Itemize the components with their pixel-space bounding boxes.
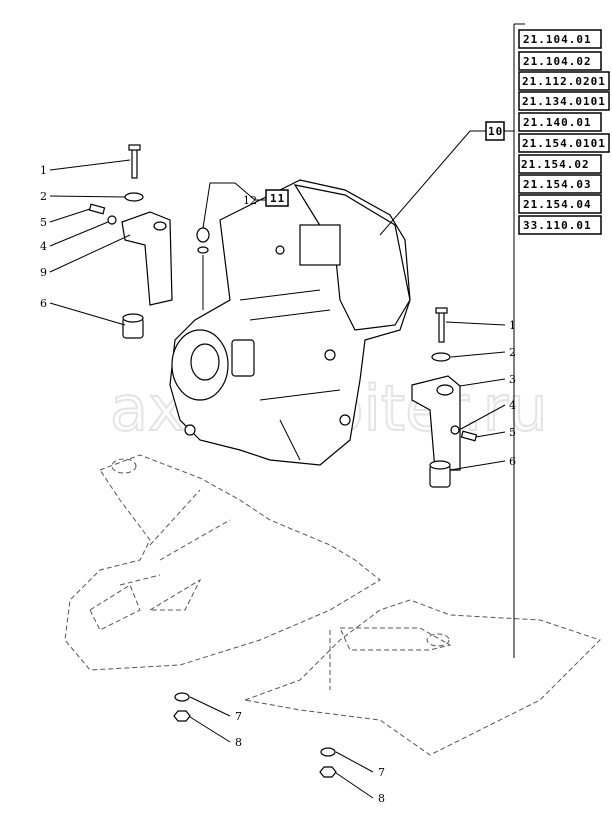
frame-right-outline: [243, 599, 601, 756]
leader-lines: [49, 23, 525, 799]
callout-11: 11: [270, 192, 285, 205]
callout-11-box: [265, 189, 289, 207]
reference-item[interactable]: 21.154.03: [523, 178, 592, 191]
callout-12: 12: [243, 194, 257, 207]
washer-2-right: [431, 352, 451, 362]
washer-2-left: [124, 192, 144, 202]
washer-4-right: [450, 425, 460, 435]
reference-item[interactable]: 21.104.01: [523, 33, 592, 46]
callout-right-4: 4: [509, 399, 516, 412]
callout-right-6: 6: [509, 455, 516, 468]
reference-item[interactable]: 21.134.0101: [522, 95, 606, 108]
bolt-1-right: [438, 311, 445, 343]
bottom-parts: [173, 692, 337, 778]
callout-right-1: 1: [509, 319, 516, 332]
callout-left-9: 9: [40, 266, 47, 279]
callout-bottom-left-7: 7: [235, 710, 242, 723]
reference-item[interactable]: 21.104.02: [523, 55, 592, 68]
callout-right-5: 5: [509, 426, 516, 439]
frame-left-outline: [64, 454, 381, 671]
reference-item[interactable]: 33.110.01: [523, 219, 592, 232]
callout-right-2: 2: [509, 346, 516, 359]
reference-item[interactable]: 21.140.01: [523, 116, 592, 129]
callout-left-2: 2: [40, 190, 47, 203]
callout-bottom-right-8: 8: [378, 792, 385, 805]
bolt-5-left: [88, 203, 106, 215]
callout-left-4: 4: [40, 240, 47, 253]
transmission-assembly: [169, 179, 411, 466]
callout-left-5: 5: [40, 216, 47, 229]
callout-right-3: 3: [509, 373, 516, 386]
left-mount-parts: [88, 144, 210, 339]
callout-bottom-left-8: 8: [235, 736, 242, 749]
washer-4-left: [107, 215, 117, 225]
callout-left-1: 1: [40, 164, 47, 177]
right-mount-parts: [411, 307, 478, 488]
reference-item[interactable]: 21.154.04: [523, 198, 592, 211]
bolt-5-right: [460, 430, 478, 442]
reference-list: 21.104.01 21.104.02 21.112.0201 21.134.0…: [518, 29, 610, 235]
plug-12: [196, 227, 210, 243]
callout-10: 10: [488, 125, 503, 138]
reference-item[interactable]: 21.112.0201: [522, 75, 606, 88]
bolt-1-left: [131, 147, 138, 179]
reference-item[interactable]: 21.154.0101: [522, 137, 606, 150]
callout-bottom-right-7: 7: [378, 766, 385, 779]
callout-left-6: 6: [40, 297, 47, 310]
reference-item[interactable]: 21.154.02: [521, 158, 590, 171]
callout-10-box: [485, 121, 505, 141]
bracket-9-left: [121, 211, 173, 306]
